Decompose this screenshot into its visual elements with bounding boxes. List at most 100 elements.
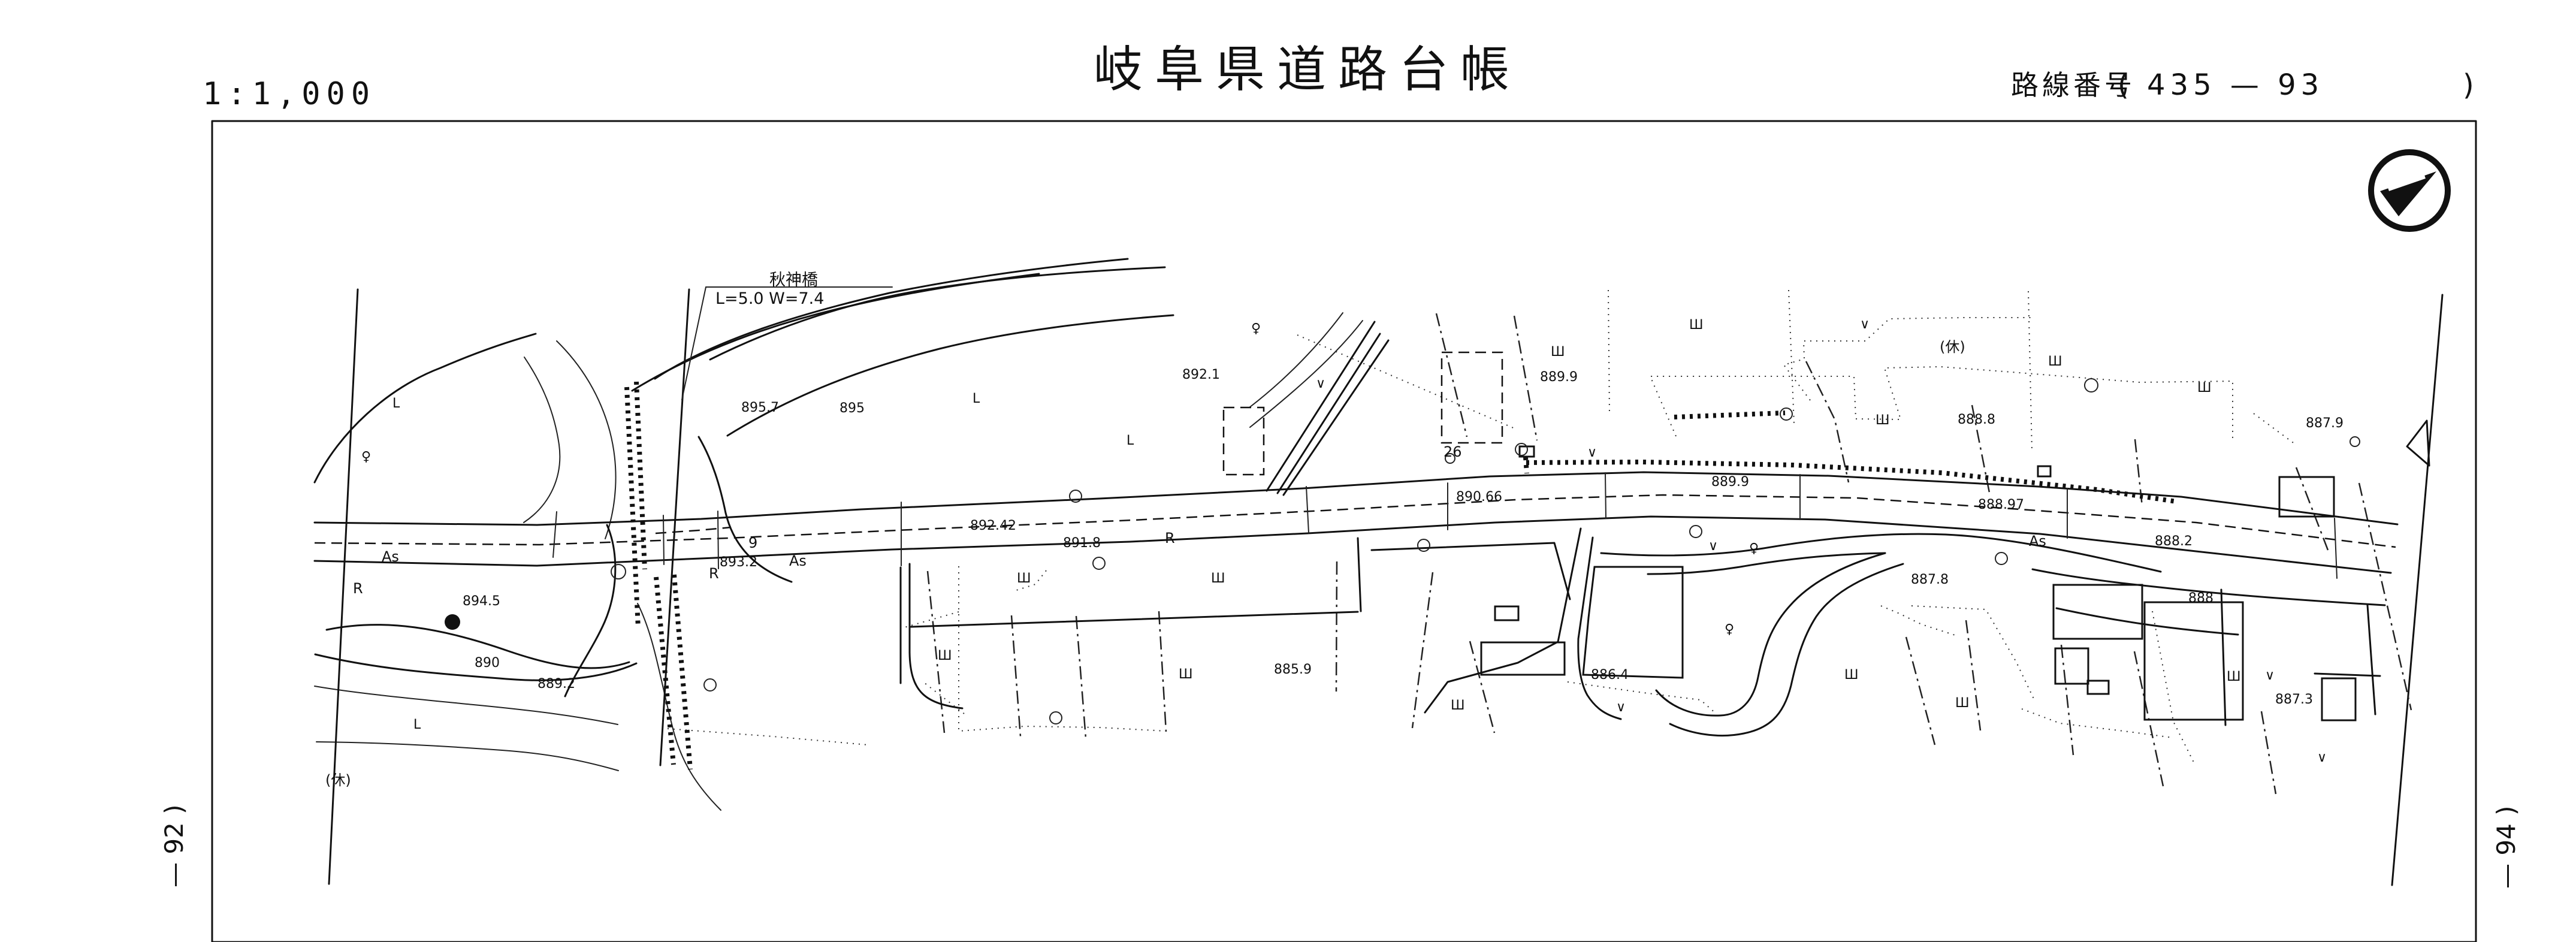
rest-area-label: (休) xyxy=(325,772,351,789)
survey-circle-icon xyxy=(1445,453,1455,464)
map-symbol: L xyxy=(973,391,980,406)
boundary-line xyxy=(2253,413,2296,445)
map-symbol: ∨ xyxy=(1860,317,1870,332)
contour-line xyxy=(313,333,537,484)
bridge-rail xyxy=(624,387,641,629)
contour-line xyxy=(631,273,1040,392)
survey-circle-icon xyxy=(703,678,717,692)
bridge-rail xyxy=(654,576,676,765)
boundary-line xyxy=(1010,615,1022,737)
north-arrow xyxy=(2368,149,2451,232)
building xyxy=(2143,601,2244,721)
boundary-line xyxy=(1788,289,1795,424)
contour-line xyxy=(564,524,617,698)
road-edge xyxy=(908,563,964,709)
parcel-outline xyxy=(1222,406,1265,476)
building xyxy=(2321,677,2357,721)
contour-line xyxy=(709,266,1166,361)
route-number-label: 路線番号 xyxy=(2011,69,2136,101)
map-symbol: ∨ xyxy=(2265,668,2275,683)
map-symbol: Ш xyxy=(1689,318,1704,333)
boundary-line xyxy=(1905,636,1936,745)
boundary-line xyxy=(1965,620,1982,731)
map-symbol: ∨ xyxy=(1587,445,1597,460)
contour-line xyxy=(726,314,1174,437)
map-symbol: Ш xyxy=(1955,696,1970,711)
contour-line xyxy=(654,258,1129,380)
map-symbol: Ш xyxy=(1844,668,1859,683)
survey-circle-icon xyxy=(611,564,626,579)
road-edge xyxy=(2314,672,2381,677)
route-number-value: 435 — 93 xyxy=(2147,68,2324,102)
boundary-line xyxy=(1911,605,2035,701)
map-symbol: Ш xyxy=(1179,667,1193,682)
map-symbol: ∨ xyxy=(1616,700,1626,715)
road-edge xyxy=(1577,536,1622,720)
elevation-label: 885.9 xyxy=(1274,662,1312,677)
bridge-name: 秋神橋 xyxy=(769,271,818,289)
survey-circle-icon xyxy=(1995,552,2008,565)
elevation-label: 887.3 xyxy=(2275,692,2313,707)
boundary-line xyxy=(1513,315,1538,441)
retaining-wall xyxy=(1526,459,2177,504)
north-arrow-icon xyxy=(2368,149,2451,232)
contour-line xyxy=(697,436,793,583)
elevation-label: 888.97 xyxy=(1978,497,2024,512)
road-edge xyxy=(910,611,1359,628)
survey-circle-icon xyxy=(1069,490,1082,503)
boundary-line xyxy=(1335,561,1338,692)
survey-circle-icon xyxy=(1417,539,1430,552)
road-mark-label: R xyxy=(353,580,363,597)
map-symbol: Ш xyxy=(1876,413,1890,428)
building xyxy=(2086,680,2110,695)
boundary-line xyxy=(1075,615,1087,739)
drainage-line xyxy=(1276,333,1381,494)
building xyxy=(2052,584,2143,640)
boundary-line xyxy=(1805,361,1850,483)
map-symbol: ♀ xyxy=(1251,321,1261,336)
svg-text:— 92 ): — 92 ) xyxy=(159,804,189,887)
bridge-rail xyxy=(672,574,693,770)
elevation-label: 892.1 xyxy=(1182,367,1220,382)
map-symbol: Ш xyxy=(938,648,952,663)
map-symbol: L xyxy=(1127,433,1134,448)
rest-area-label: (休) xyxy=(1940,339,1965,355)
boundary-line xyxy=(2358,482,2412,711)
retaining-wall xyxy=(1523,457,1529,474)
map-symbol: L xyxy=(392,396,400,411)
contour-line xyxy=(325,624,630,669)
building xyxy=(2054,647,2089,685)
map-symbol: Ш xyxy=(2197,381,2212,395)
north-arrow-highlight xyxy=(2388,175,2426,191)
map-symbol: ♀ xyxy=(1725,622,1734,637)
left-sheet-marker: — 92 ) xyxy=(159,804,189,887)
elevation-label: 890.66 xyxy=(1456,490,1502,505)
survey-circle-icon xyxy=(1780,407,1793,421)
road-edge xyxy=(1669,563,1904,737)
elevation-label: 892.42 xyxy=(970,518,1016,533)
road-edge xyxy=(1424,527,1582,714)
route-open-paren: ( xyxy=(2118,68,2134,102)
road-edge xyxy=(1370,542,1571,600)
contour-line xyxy=(1249,312,1343,408)
right-sheet-marker: — 94 ) xyxy=(2492,805,2521,889)
map-symbol: ∨ xyxy=(1316,376,1325,391)
elevation-label: 895.7 xyxy=(741,400,779,415)
road-edge xyxy=(1600,533,2162,573)
road-edge xyxy=(313,471,2399,526)
road-annotations: As As As R R R 9 26 (休) (休) xyxy=(325,339,2046,789)
building xyxy=(1494,605,1520,621)
boundary-line xyxy=(2028,291,2033,451)
map-symbol: ♀ xyxy=(361,449,371,464)
contour-line xyxy=(523,357,561,523)
elevation-label: 895 xyxy=(839,401,865,416)
survey-circle-icon xyxy=(1049,711,1062,724)
building xyxy=(2278,476,2335,518)
road-edge xyxy=(313,515,2392,574)
map-symbol: ∨ xyxy=(1708,539,1718,554)
elevation-label: 889.9 xyxy=(1540,370,1578,385)
road-section-tick xyxy=(717,474,2338,579)
map-symbol: Ш xyxy=(1017,571,1031,586)
